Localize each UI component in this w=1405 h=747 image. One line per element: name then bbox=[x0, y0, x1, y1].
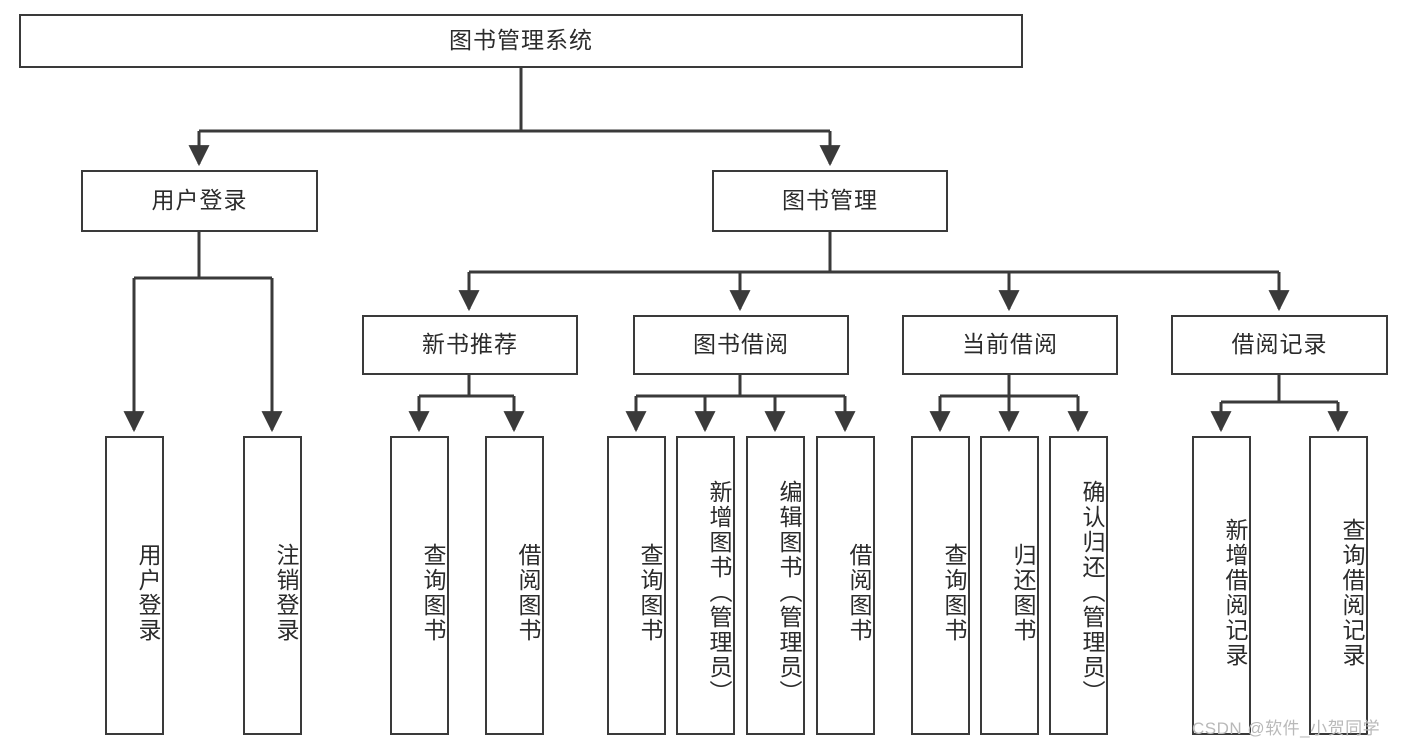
node-leaf-borrow-book-2-label: 借阅图书 bbox=[846, 542, 872, 643]
node-leaf-query-record[interactable]: 查询借阅记录 bbox=[1309, 436, 1368, 735]
node-current-borrow-label: 当前借阅 bbox=[962, 331, 1058, 358]
node-leaf-user-login[interactable]: 用户登录 bbox=[105, 436, 164, 735]
node-book-manage[interactable]: 图书管理 bbox=[712, 170, 948, 232]
node-book-borrow-label: 图书借阅 bbox=[693, 331, 789, 358]
node-leaf-edit-book-label: 编辑图书（管理员） bbox=[776, 480, 802, 705]
node-leaf-add-record[interactable]: 新增借阅记录 bbox=[1192, 436, 1251, 735]
node-new-book-recommend[interactable]: 新书推荐 bbox=[362, 315, 578, 375]
node-leaf-logout[interactable]: 注销登录 bbox=[243, 436, 302, 735]
node-user-login-label: 用户登录 bbox=[151, 187, 248, 214]
node-current-borrow[interactable]: 当前借阅 bbox=[902, 315, 1118, 375]
node-user-login[interactable]: 用户登录 bbox=[81, 170, 318, 232]
node-leaf-query-record-label: 查询借阅记录 bbox=[1339, 517, 1365, 668]
node-root-label: 图书管理系统 bbox=[449, 27, 593, 54]
node-leaf-edit-book[interactable]: 编辑图书（管理员） bbox=[746, 436, 805, 735]
node-borrow-record[interactable]: 借阅记录 bbox=[1171, 315, 1388, 375]
node-borrow-record-label: 借阅记录 bbox=[1231, 331, 1328, 358]
node-leaf-query-book-2-label: 查询图书 bbox=[637, 542, 663, 643]
node-leaf-query-book-3[interactable]: 查询图书 bbox=[911, 436, 970, 735]
node-leaf-borrow-book-1[interactable]: 借阅图书 bbox=[485, 436, 544, 735]
node-leaf-confirm-return[interactable]: 确认归还（管理员） bbox=[1049, 436, 1108, 735]
node-leaf-return-book[interactable]: 归还图书 bbox=[980, 436, 1039, 735]
node-leaf-return-book-label: 归还图书 bbox=[1010, 542, 1036, 643]
node-root[interactable]: 图书管理系统 bbox=[19, 14, 1023, 68]
node-leaf-borrow-book-2[interactable]: 借阅图书 bbox=[816, 436, 875, 735]
node-leaf-user-login-label: 用户登录 bbox=[135, 542, 161, 643]
node-leaf-add-book[interactable]: 新增图书（管理员） bbox=[676, 436, 735, 735]
node-leaf-add-record-label: 新增借阅记录 bbox=[1222, 517, 1248, 668]
node-leaf-logout-label: 注销登录 bbox=[273, 542, 299, 643]
node-leaf-query-book-1[interactable]: 查询图书 bbox=[390, 436, 449, 735]
node-leaf-query-book-3-label: 查询图书 bbox=[941, 542, 967, 643]
node-leaf-query-book-1-label: 查询图书 bbox=[420, 542, 446, 643]
csdn-watermark: CSDN @软件_小贺同学 bbox=[1192, 719, 1381, 738]
node-leaf-add-book-label: 新增图书（管理员） bbox=[706, 480, 732, 705]
node-leaf-confirm-return-label: 确认归还（管理员） bbox=[1079, 480, 1105, 705]
node-new-book-recommend-label: 新书推荐 bbox=[422, 331, 518, 358]
node-book-borrow[interactable]: 图书借阅 bbox=[633, 315, 849, 375]
node-leaf-query-book-2[interactable]: 查询图书 bbox=[607, 436, 666, 735]
node-leaf-borrow-book-1-label: 借阅图书 bbox=[515, 542, 541, 643]
node-book-manage-label: 图书管理 bbox=[782, 187, 878, 214]
